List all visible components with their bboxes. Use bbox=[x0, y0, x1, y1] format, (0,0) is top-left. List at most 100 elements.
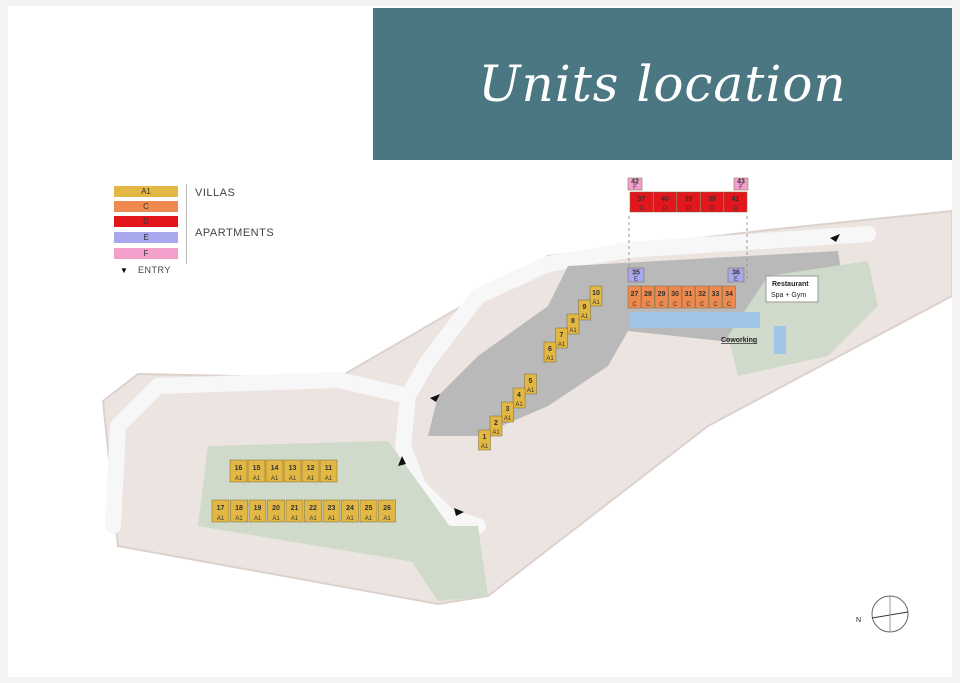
unit-4: 4A1 bbox=[512, 387, 526, 409]
unit-type: A1 bbox=[546, 356, 554, 362]
unit-type: C bbox=[659, 302, 664, 308]
unit-block bbox=[566, 313, 580, 335]
unit-type: A1 bbox=[328, 516, 336, 522]
unit-number: 1 bbox=[483, 434, 487, 441]
unit-block bbox=[543, 341, 557, 363]
unit-block bbox=[501, 401, 514, 423]
unit-type: C bbox=[673, 302, 678, 308]
unit-type: A1 bbox=[291, 516, 299, 522]
unit-block bbox=[512, 387, 526, 409]
unit-7: 7A1 bbox=[555, 327, 568, 349]
unit-type: A1 bbox=[365, 516, 373, 522]
unit-41: 41D bbox=[723, 191, 748, 213]
unit-29: 29C bbox=[654, 285, 669, 309]
unit-number: 13 bbox=[289, 465, 297, 472]
legend-villas-label: VILLAS bbox=[195, 187, 236, 199]
unit-type: A1 bbox=[271, 476, 279, 482]
unit-number: 9 bbox=[583, 304, 587, 311]
unit-block bbox=[304, 499, 322, 523]
unit-block bbox=[700, 191, 724, 213]
unit-block bbox=[229, 459, 248, 483]
unit-type: E bbox=[634, 277, 638, 283]
unit-type: A1 bbox=[383, 516, 391, 522]
unit-number: 33 bbox=[712, 291, 720, 298]
north-label: N bbox=[856, 617, 861, 624]
title-banner: Units location bbox=[373, 8, 952, 160]
unit-block bbox=[723, 191, 748, 213]
unit-block bbox=[555, 327, 568, 349]
pool bbox=[630, 312, 760, 328]
unit-31: 31C bbox=[681, 285, 696, 309]
unit-block bbox=[285, 499, 304, 523]
unit-number: 39 bbox=[685, 196, 693, 203]
unit-type: A1 bbox=[253, 476, 261, 482]
unit-number: 23 bbox=[328, 505, 336, 512]
spa-gym-label: Spa + Gym bbox=[771, 292, 806, 299]
entry-arrow-icon: ▼ bbox=[120, 266, 128, 275]
unit-block bbox=[211, 499, 230, 523]
unit-39: 39D bbox=[676, 191, 701, 213]
unit-40: 40D bbox=[653, 191, 677, 213]
unit-block bbox=[265, 459, 284, 483]
unit-number: 19 bbox=[254, 505, 262, 512]
unit-block bbox=[733, 177, 749, 191]
unit-number: 42 bbox=[631, 178, 639, 185]
unit-type: C bbox=[727, 302, 732, 308]
units-layer: 42F43F37D40D39D38D41D35E36E27C28C29C30C3… bbox=[211, 177, 749, 523]
unit-number: 8 bbox=[571, 318, 575, 325]
unit-block bbox=[230, 499, 248, 523]
unit-number: 14 bbox=[271, 465, 279, 472]
legend-entry-label: ENTRY bbox=[138, 265, 171, 275]
unit-number: 22 bbox=[309, 505, 317, 512]
unit-block bbox=[378, 499, 396, 523]
unit-number: 38 bbox=[708, 196, 716, 203]
unit-2: 2A1 bbox=[489, 415, 503, 437]
main-road bbox=[105, 226, 876, 534]
unit-33: 33C bbox=[708, 285, 723, 309]
unit-number: 27 bbox=[631, 291, 639, 298]
unit-block bbox=[489, 415, 503, 437]
unit-number: 20 bbox=[272, 505, 280, 512]
unit-block bbox=[301, 459, 320, 483]
unit-number: 3 bbox=[506, 406, 510, 413]
unit-type: A1 bbox=[325, 476, 333, 482]
unit-number: 21 bbox=[291, 505, 299, 512]
unit-block bbox=[681, 285, 696, 309]
unit-type: D bbox=[710, 206, 715, 212]
unit-type: A1 bbox=[592, 300, 600, 306]
site-map: Restaurant Spa + Gym Coworking N 42F43F3… bbox=[101, 177, 952, 633]
unit-27: 27C bbox=[627, 285, 642, 309]
unit-block bbox=[695, 285, 709, 309]
unit-block bbox=[247, 459, 266, 483]
unit-32: 32C bbox=[695, 285, 709, 309]
unit-38: 38D bbox=[700, 191, 724, 213]
unit-8: 8A1 bbox=[566, 313, 580, 335]
unit-type: A1 bbox=[307, 476, 315, 482]
unit-block bbox=[722, 285, 736, 309]
unit-block bbox=[524, 373, 537, 395]
page-title: Units location bbox=[478, 55, 847, 113]
unit-block bbox=[478, 429, 491, 451]
unit-number: 35 bbox=[632, 269, 640, 276]
unit-9: 9A1 bbox=[578, 299, 591, 321]
unit-block bbox=[627, 285, 642, 309]
unit-number: 37 bbox=[638, 196, 646, 203]
unit-block bbox=[627, 267, 645, 283]
unit-number: 30 bbox=[671, 291, 679, 298]
unit-number: 18 bbox=[235, 505, 243, 512]
unit-type: A1 bbox=[481, 444, 489, 450]
unit-block bbox=[727, 267, 745, 283]
unit-number: 16 bbox=[235, 465, 243, 472]
unit-36: 36E bbox=[727, 267, 745, 283]
unit-type: A1 bbox=[235, 516, 243, 522]
unit-type: C bbox=[632, 302, 637, 308]
unit-type: A1 bbox=[504, 416, 512, 422]
unit-type: A1 bbox=[527, 388, 535, 394]
unit-5: 5A1 bbox=[524, 373, 537, 395]
unit-number: 34 bbox=[725, 291, 733, 298]
legend-swatch-d: D bbox=[114, 216, 178, 227]
